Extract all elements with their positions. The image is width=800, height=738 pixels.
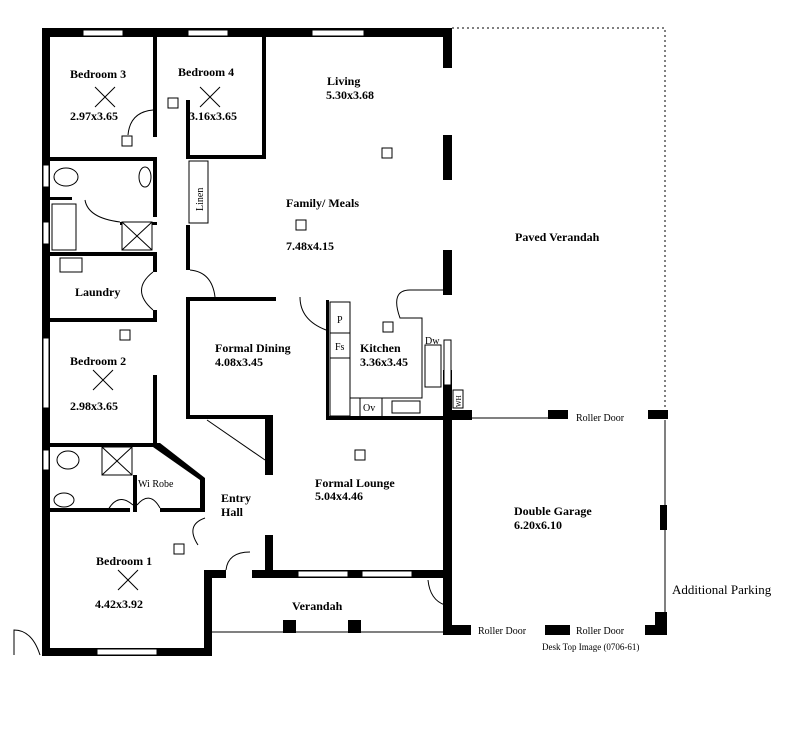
roller-door-bottom-left: Roller Door: [478, 626, 527, 637]
bedroom3-size: 2.97x3.65: [70, 109, 118, 123]
entry-label: Entry: [221, 491, 251, 505]
bedroom2-label: Bedroom 2: [70, 354, 126, 368]
doors: [13, 109, 446, 656]
linen-label: Linen: [195, 188, 206, 211]
bedroom1-label: Bedroom 1: [96, 554, 152, 568]
kitchen-size: 3.36x3.45: [360, 355, 408, 369]
linen-cupboard: [188, 160, 209, 224]
bathroom-fixtures: [51, 166, 153, 508]
bedroom4-label: Bedroom 4: [178, 65, 234, 79]
oven-label: Ov: [363, 403, 375, 414]
ceiling-vents: [119, 97, 394, 555]
dining-size: 4.08x3.45: [215, 355, 263, 369]
family-size: 7.48x4.15: [286, 239, 334, 253]
family-label: Family/ Meals: [286, 196, 359, 210]
bedroom4-size: 3.16x3.65: [189, 109, 237, 123]
paved-verandah-label: Paved Verandah: [515, 230, 600, 244]
water-heater-label: WH: [455, 395, 463, 407]
garage-size: 6.20x6.10: [514, 518, 562, 532]
paved-verandah-outline: [452, 27, 666, 415]
fans: [92, 86, 221, 591]
kitchen-label: Kitchen: [360, 341, 401, 355]
kitchen-benches: [329, 289, 464, 417]
footer-caption: Desk Top Image (0706-61): [542, 642, 639, 652]
laundry-label: Laundry: [75, 285, 120, 299]
additional-parking-label: Additional Parking: [672, 582, 772, 597]
roller-door-bottom-right: Roller Door: [576, 626, 625, 637]
wirobe-label: Wi Robe: [138, 479, 174, 490]
bedroom1-size: 4.42x3.92: [95, 597, 143, 611]
roller-door-top: Roller Door: [576, 413, 625, 424]
living-label: Living: [327, 74, 360, 88]
hall-label: Hall: [221, 505, 244, 519]
pantry-label: P: [337, 315, 343, 326]
dishwasher-label: Dw: [425, 336, 440, 347]
living-size: 5.30x3.68: [326, 88, 374, 102]
bedroom3-label: Bedroom 3: [70, 67, 126, 81]
dining-label: Formal Dining: [215, 341, 291, 355]
windows: [42, 29, 452, 656]
bedroom2-size: 2.98x3.65: [70, 399, 118, 413]
lounge-size: 5.04x4.46: [315, 489, 363, 503]
verandah-label: Verandah: [292, 599, 343, 613]
garage-label: Double Garage: [514, 504, 592, 518]
fridge-label: Fs: [335, 342, 345, 353]
lounge-label: Formal Lounge: [315, 476, 395, 490]
